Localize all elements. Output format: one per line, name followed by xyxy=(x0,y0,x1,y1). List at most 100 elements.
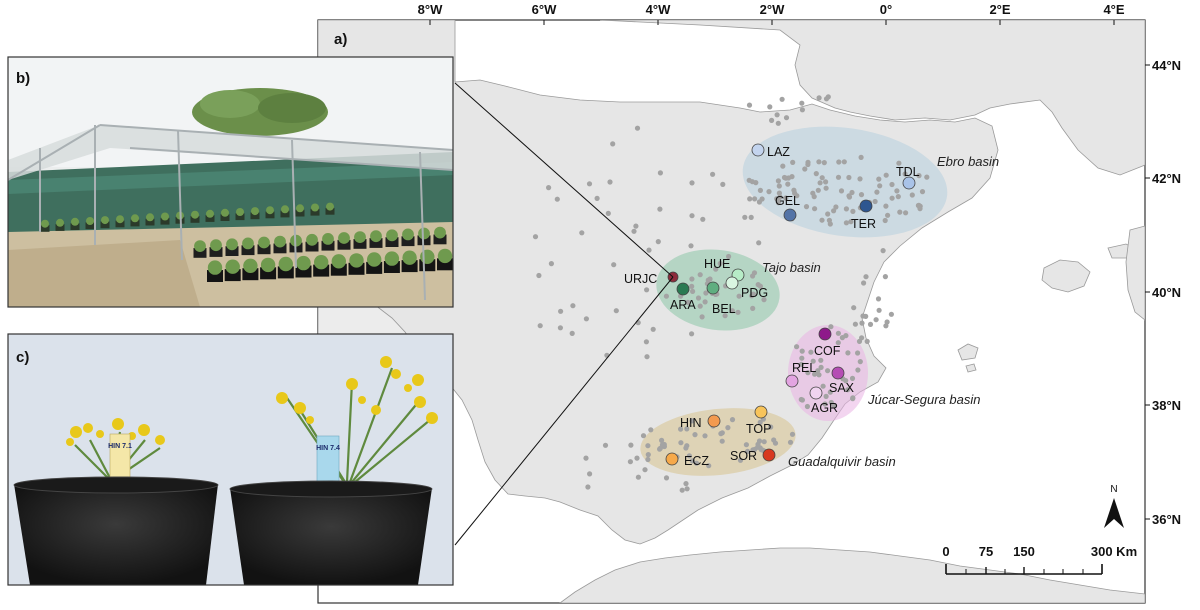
occurrence-point xyxy=(816,159,822,165)
occurrence-point xyxy=(657,170,664,176)
site-marker-hin xyxy=(707,414,721,428)
occurrence-point xyxy=(607,179,613,185)
occurrence-point xyxy=(657,446,663,452)
occurrence-point xyxy=(775,178,782,184)
occurrence-point xyxy=(558,308,564,314)
occurrence-point xyxy=(772,440,779,446)
plant xyxy=(418,227,430,240)
connector-line-top xyxy=(454,82,674,278)
occurrence-point xyxy=(794,344,800,350)
plant xyxy=(420,249,435,264)
occurrence-point xyxy=(700,216,706,222)
latitude-label: 44°N xyxy=(1152,58,1181,73)
occurrence-point xyxy=(713,266,719,272)
longitude-label: 8°W xyxy=(418,2,443,17)
occurrence-point xyxy=(663,293,670,299)
occurrence-point xyxy=(799,348,805,354)
occurrence-point xyxy=(689,276,695,282)
longitude-label: 4°E xyxy=(1103,2,1124,17)
scale-tick-300: 300 Km xyxy=(1091,544,1137,559)
pot xyxy=(369,238,383,248)
occurrence-point xyxy=(812,206,818,212)
pot xyxy=(85,222,95,230)
pot xyxy=(257,244,271,255)
occurrence-point xyxy=(583,316,590,322)
occurrence-point xyxy=(823,96,830,102)
pot xyxy=(225,246,239,256)
occurrence-point xyxy=(742,214,748,220)
occurrence-point xyxy=(648,427,654,433)
occurrence-point xyxy=(645,456,651,463)
pot xyxy=(235,213,245,221)
occurrence-point xyxy=(743,442,750,448)
pot xyxy=(205,215,215,222)
occurrence-point xyxy=(745,448,751,454)
longitude-label: 4°W xyxy=(646,2,671,17)
site-label-sor: SOR xyxy=(730,449,757,463)
occurrence-point xyxy=(693,460,700,466)
occurrence-point xyxy=(757,419,763,425)
occurrence-point xyxy=(838,188,845,194)
basin-label-ebro: Ebro basin xyxy=(937,154,999,169)
occurrence-point xyxy=(859,335,865,341)
plant xyxy=(338,232,350,244)
occurrence-point xyxy=(761,439,767,445)
pot xyxy=(305,241,319,252)
occurrence-point xyxy=(657,206,663,212)
occurrence-point xyxy=(863,313,869,319)
pot xyxy=(353,239,367,249)
occurrence-point xyxy=(774,112,780,118)
plant xyxy=(326,202,334,211)
occurrence-point xyxy=(761,297,767,303)
occurrence-point xyxy=(884,319,890,325)
pot xyxy=(193,248,207,258)
site-marker-tdl xyxy=(902,176,916,190)
plant xyxy=(41,219,49,228)
occurrence-point xyxy=(766,189,772,195)
pot xyxy=(100,221,110,229)
occurrence-point xyxy=(690,288,696,294)
longitude-label: 6°W xyxy=(532,2,557,17)
photo-panel-c: HIN 7.1 HIN 7.4 c) xyxy=(7,333,454,586)
occurrence-point xyxy=(655,239,661,245)
sardinia-island xyxy=(1125,225,1145,321)
site-marker-bel xyxy=(706,281,720,295)
pot xyxy=(55,224,65,231)
plant xyxy=(191,210,199,219)
occurrence-point xyxy=(650,326,656,332)
occurrence-point xyxy=(823,179,829,185)
occurrence-point xyxy=(909,192,915,198)
site-label-ter: TER xyxy=(851,217,876,231)
occurrence-point xyxy=(684,426,690,432)
plant xyxy=(161,212,169,221)
occurrence-point xyxy=(692,432,698,438)
scale-bar: 0 75 150 300 Km xyxy=(942,544,1137,575)
occurrence-point xyxy=(752,446,758,452)
greenhouse-roof xyxy=(8,125,453,180)
scale-tick-0: 0 xyxy=(942,544,949,559)
occurrence-point xyxy=(833,204,839,210)
plant xyxy=(386,229,398,242)
plant xyxy=(71,217,79,226)
occurrence-point xyxy=(729,308,735,314)
occurrence-point xyxy=(843,206,850,212)
occurrence-point xyxy=(683,481,689,487)
occurrence-point xyxy=(775,120,781,126)
pot xyxy=(325,207,335,215)
occurrence-point xyxy=(819,217,825,223)
occurrence-point xyxy=(785,181,791,187)
occurrence-point xyxy=(792,190,798,196)
scale-tick-150: 150 xyxy=(1013,544,1035,559)
plant xyxy=(274,235,286,248)
occurrence-point xyxy=(737,457,744,463)
occurrence-point xyxy=(846,174,852,181)
occurrence-point xyxy=(779,96,785,102)
pot xyxy=(190,216,200,223)
pot-left xyxy=(14,484,218,585)
occurrence-point xyxy=(678,426,684,432)
occurrence-point xyxy=(746,102,753,108)
occurrence-point xyxy=(874,189,880,195)
pot-rows xyxy=(40,202,453,282)
occurrence-point xyxy=(820,383,826,389)
occurrence-point xyxy=(663,475,670,481)
